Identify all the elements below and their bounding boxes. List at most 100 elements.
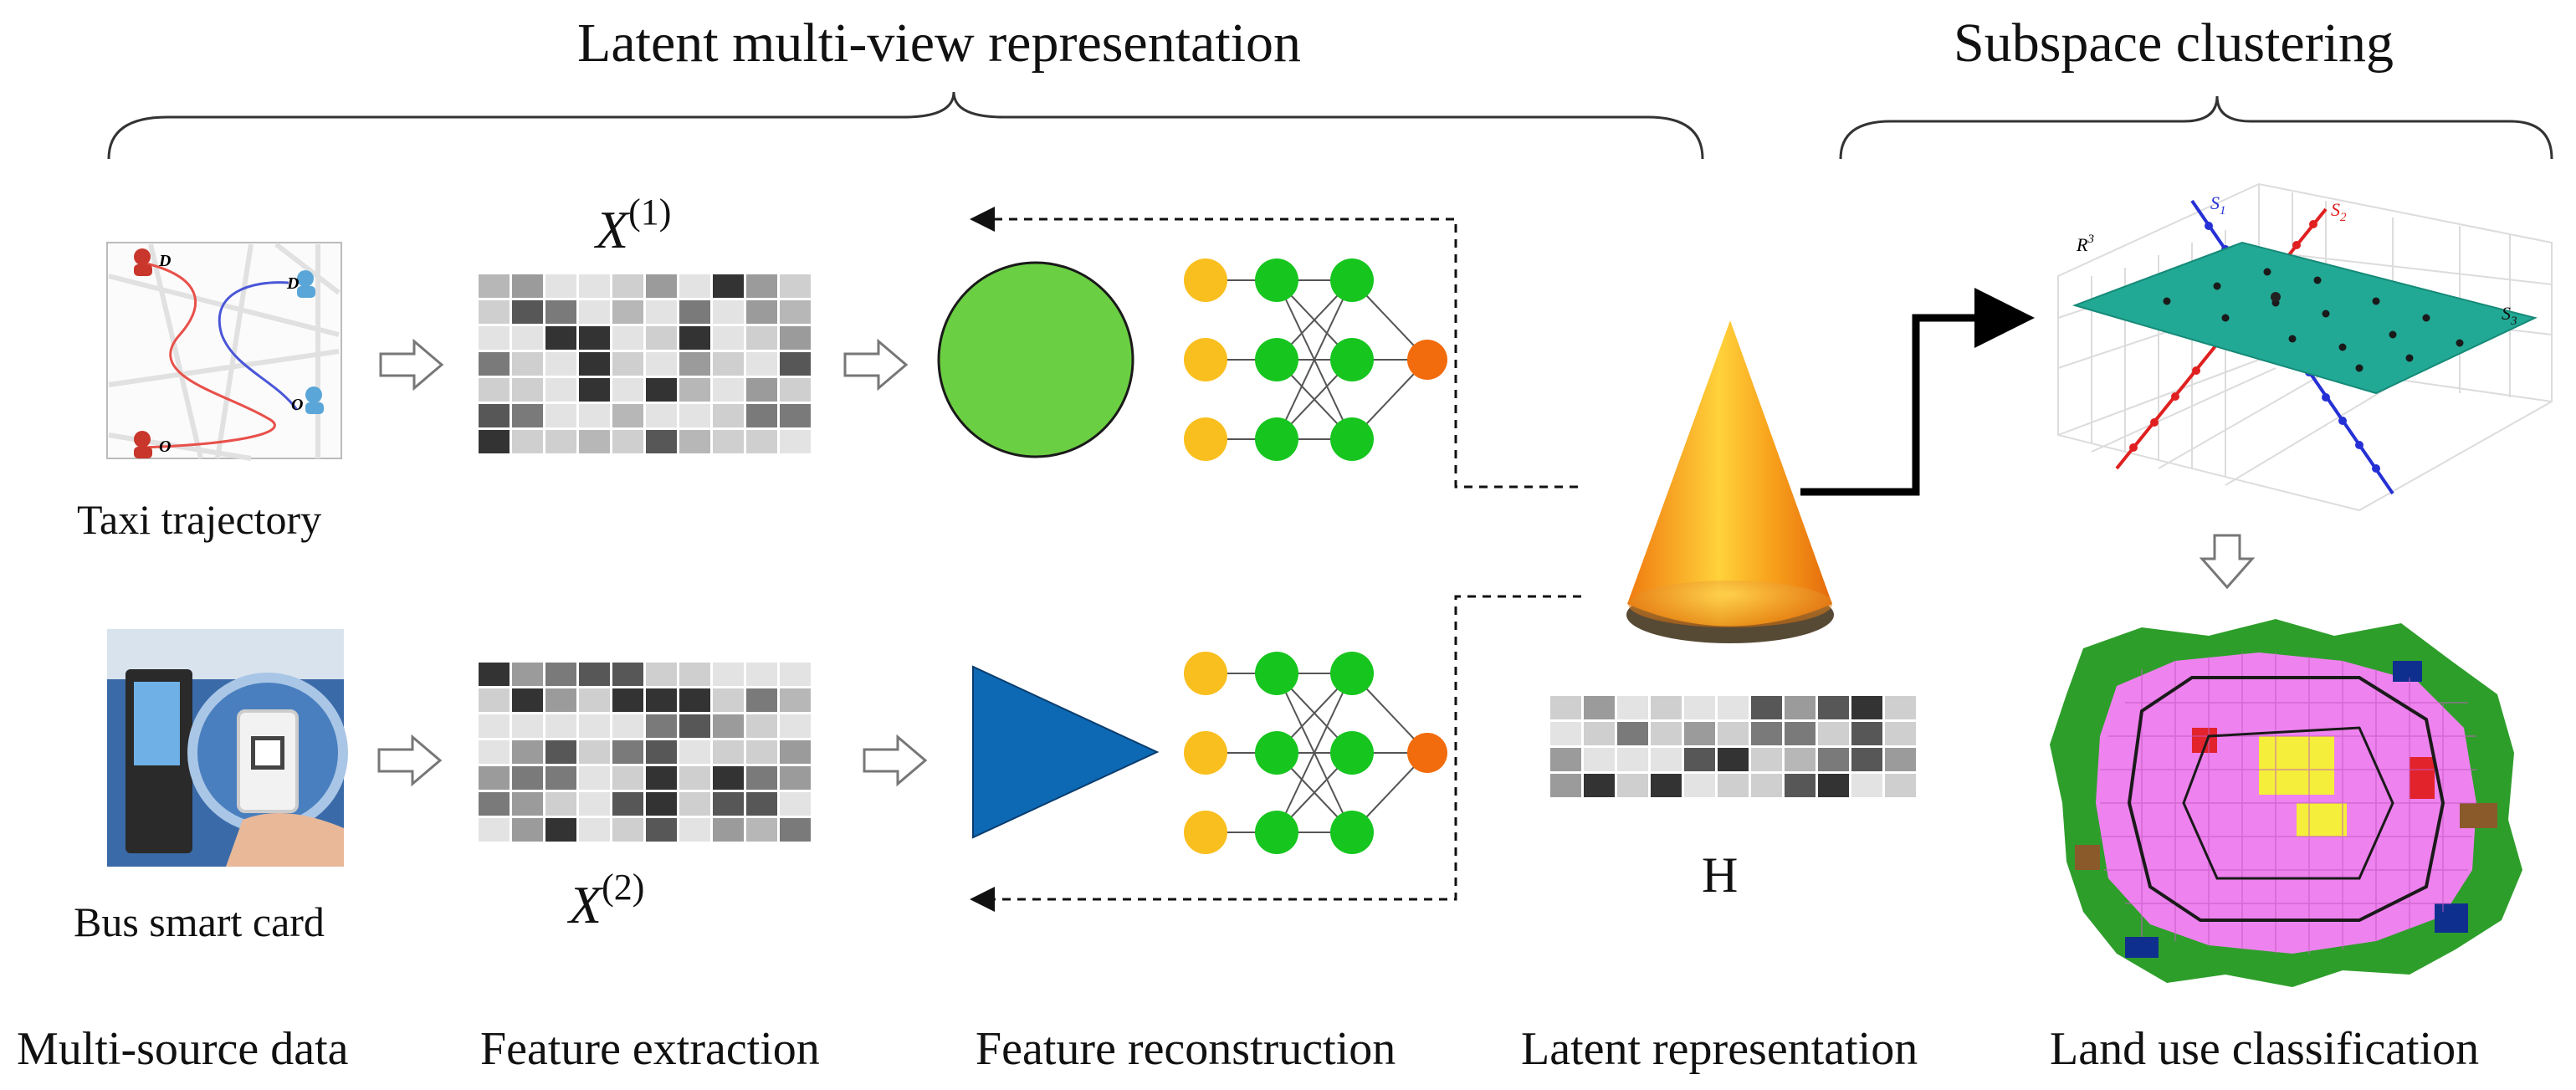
matrix-cell: [646, 378, 677, 402]
matrix-cell: [545, 663, 576, 686]
matrix-cell: [479, 326, 510, 350]
nn-hidden-node: [1255, 811, 1298, 854]
matrix-cell: [1885, 696, 1916, 719]
flow-arrow-icon: [843, 338, 909, 391]
matrix-cell: [512, 300, 543, 324]
matrix-cell: [512, 714, 543, 738]
land-use-map: [2050, 619, 2522, 987]
neural-network-bottom: [1184, 652, 1447, 854]
flow-arrow-icon: [863, 734, 928, 787]
matrix-cell: [545, 688, 576, 712]
nn-hidden-node: [1330, 652, 1374, 695]
matrix-cell: [479, 404, 510, 427]
matrix-cell: [746, 404, 777, 427]
subspace-arrow: [1800, 288, 2035, 496]
matrix-cell: [1684, 722, 1715, 745]
matrix-cell: [1684, 748, 1715, 771]
matrix-cell: [646, 740, 677, 764]
taxi-trajectory-map: D D O O: [106, 242, 342, 461]
svg-text:O: O: [291, 396, 303, 414]
matrix-cell: [780, 274, 811, 298]
svg-text:S1: S1: [2210, 192, 2226, 217]
matrix-cell: [780, 378, 811, 402]
matrix-cell: [679, 430, 710, 453]
nn-edge: [1276, 673, 1353, 833]
matrix-cell: [1651, 722, 1682, 745]
matrix-cell: [545, 792, 576, 816]
matrix-cell: [1584, 774, 1615, 797]
svg-text:S3: S3: [2502, 303, 2517, 328]
matrix-cell: [1785, 774, 1815, 797]
matrix-cell: [545, 740, 576, 764]
matrix-cell: [1818, 696, 1849, 719]
matrix-cell: [1818, 774, 1849, 797]
matrix-cell: [679, 818, 710, 842]
matrix-h: [1550, 696, 1916, 797]
matrix-cell: [646, 300, 677, 324]
matrix-cell: [746, 740, 777, 764]
matrix-cell: [579, 326, 610, 350]
matrix-cell: [746, 818, 777, 842]
flow-arrow-icon: [379, 338, 444, 391]
matrix-cell: [746, 300, 777, 324]
bottom-label-feature-extraction: Feature extraction: [480, 1023, 820, 1075]
taxi-marker: [134, 431, 152, 458]
matrix-cell: [780, 792, 811, 816]
matrix-cell: [713, 300, 744, 324]
matrix-cell: [579, 740, 610, 764]
matrix-cell: [579, 404, 610, 427]
matrix-cell: [479, 740, 510, 764]
matrix-cell: [713, 740, 744, 764]
matrix-cell: [579, 274, 610, 298]
taxi-trajectory-label: Taxi trajectory: [77, 496, 322, 543]
matrix-cell: [479, 430, 510, 453]
matrix-cell: [512, 818, 543, 842]
matrix-cell: [746, 766, 777, 790]
matrix-cell: [612, 274, 643, 298]
matrix-cell: [479, 818, 510, 842]
matrix-cell: [545, 300, 576, 324]
matrix-cell: [579, 688, 610, 712]
matrix-cell: [746, 688, 777, 712]
matrix-x2: [479, 663, 811, 842]
matrix-cell: [1851, 748, 1882, 771]
svg-text:S2: S2: [2331, 199, 2347, 224]
cone-icon: [1626, 320, 1834, 643]
matrix-cell: [780, 352, 811, 376]
matrix-cell: [512, 430, 543, 453]
matrix-cell: [746, 352, 777, 376]
matrix-cell: [545, 818, 576, 842]
matrix-cell: [479, 352, 510, 376]
matrix-cell: [713, 792, 744, 816]
bottom-label-multi-source-data: Multi-source data: [17, 1023, 349, 1075]
matrix-cell: [1584, 722, 1615, 745]
matrix-cell: [780, 663, 811, 686]
matrix-cell: [646, 766, 677, 790]
matrix-cell: [679, 352, 710, 376]
matrix-cell: [612, 404, 643, 427]
matrix-cell: [679, 792, 710, 816]
s2-points: [2129, 220, 2317, 452]
matrix-cell: [646, 404, 677, 427]
subspace-3d-plot: R3 S1 S2 S3: [2057, 182, 2553, 512]
matrix-cell: [479, 714, 510, 738]
matrix-cell: [1617, 696, 1648, 719]
matrix-cell: [545, 766, 576, 790]
s3-points: [2163, 268, 2464, 372]
matrix-x2-label: X(2): [569, 867, 645, 934]
nn-input-node: [1184, 338, 1227, 381]
matrix-cell: [1885, 748, 1916, 771]
nn-hidden-node: [1255, 338, 1298, 381]
matrix-cell: [1785, 748, 1815, 771]
matrix-cell: [780, 818, 811, 842]
matrix-cell: [1718, 696, 1749, 719]
matrix-cell: [1718, 748, 1749, 771]
matrix-cell: [679, 378, 710, 402]
matrix-cell: [479, 274, 510, 298]
taxi-marker: [297, 270, 315, 298]
taxi-marker: [134, 248, 152, 276]
blue-triangle-icon: [972, 665, 1160, 839]
matrix-cell: [612, 688, 643, 712]
matrix-cell: [545, 714, 576, 738]
matrix-cell: [646, 792, 677, 816]
